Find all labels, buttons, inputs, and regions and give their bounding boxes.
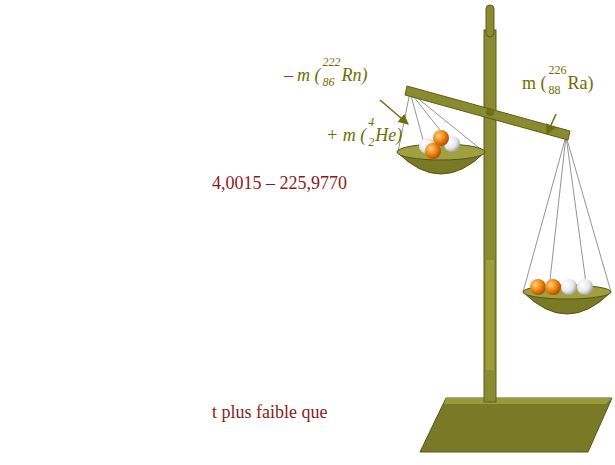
label-holder: 2 bbox=[368, 136, 374, 149]
mass-symbol: m ( bbox=[297, 66, 321, 86]
mass-symbol: m ( bbox=[522, 74, 547, 94]
label-holder: – bbox=[284, 66, 293, 86]
label-holder: 4,0015 – 225,9770 bbox=[212, 174, 347, 194]
label-holder: 226 bbox=[549, 64, 567, 77]
note-text: t plus faible que bbox=[212, 403, 327, 423]
scale-knob bbox=[486, 5, 494, 37]
label-holder: 222 bbox=[323, 56, 341, 69]
label-holder: m ( bbox=[297, 66, 321, 86]
label-holder: Ra) bbox=[568, 74, 594, 94]
atomic-number: 88 bbox=[549, 84, 561, 97]
right-strings bbox=[523, 136, 611, 298]
minus-sign: – bbox=[284, 66, 293, 86]
right-pan-nucleons bbox=[530, 279, 593, 295]
leader-arrow bbox=[380, 100, 408, 124]
label-holder: t plus faible que bbox=[212, 403, 327, 423]
label-holder: 86 bbox=[323, 76, 335, 89]
atomic-number: 2 bbox=[368, 136, 374, 149]
label-holder: Rn) bbox=[342, 66, 368, 86]
scale-beam bbox=[405, 86, 570, 140]
left-pan-nucleons bbox=[419, 130, 460, 159]
label-holder: 4 bbox=[368, 116, 374, 129]
mass-number: 226 bbox=[549, 64, 567, 77]
mass-symbol: + m ( bbox=[326, 126, 366, 146]
pole-highlight bbox=[486, 260, 494, 370]
leader-arrow bbox=[547, 114, 556, 134]
scale-pole bbox=[484, 30, 496, 402]
mass-number: 222 bbox=[323, 56, 341, 69]
label-holder: + m ( bbox=[326, 126, 366, 146]
element-symbol: Ra) bbox=[568, 74, 594, 94]
mass-number: 4 bbox=[368, 116, 374, 129]
element-symbol: He) bbox=[375, 126, 402, 146]
label-holder: m ( bbox=[522, 74, 547, 94]
scale-base bbox=[420, 398, 612, 452]
label-holder: 88 bbox=[549, 84, 561, 97]
scale-base-edge bbox=[444, 398, 612, 404]
label-holder: He) bbox=[375, 126, 402, 146]
left-pan-rim bbox=[397, 144, 485, 160]
beam-pivot bbox=[486, 108, 494, 116]
element-symbol: Rn) bbox=[342, 66, 368, 86]
calculation-text: 4,0015 – 225,9770 bbox=[212, 174, 347, 194]
atomic-number: 86 bbox=[323, 76, 335, 89]
